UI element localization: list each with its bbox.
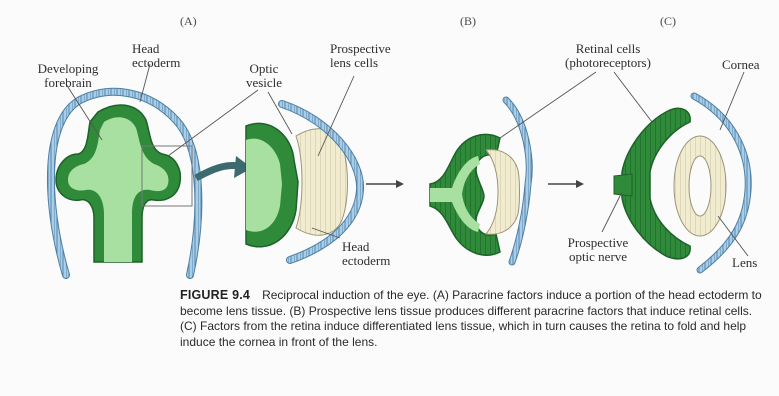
enlarge-arrow [196,166,240,179]
lens-placode-b [486,150,520,235]
panel-label-b: (B) [460,14,476,28]
label-head-ectoderm-bottom: Headectoderm [342,240,390,268]
caption-text: Reciprocal induction of the eye. (A) Par… [180,288,762,349]
panel-a-embryo [51,92,198,275]
panel-b-optic-cup [430,100,529,262]
figure-number: FIGURE 9.4 [180,288,250,302]
label-head-ectoderm-top: Headectoderm [132,42,180,70]
label-lens: Lens [732,256,757,270]
enlarged-optic-vesicle [246,104,360,260]
label-prospective-lens-cells: Prospectivelens cells [330,42,391,70]
label-cornea: Cornea [722,58,760,72]
label-optic-vesicle: Opticvesicle [238,62,290,90]
label-developing-forebrain: Developingforebrain [30,62,106,90]
label-prospective-optic-nerve: Prospectiveoptic nerve [552,236,644,264]
optic-nerve-stalk [614,174,632,196]
panel-label-c: (C) [660,14,676,28]
label-retinal-cells: Retinal cells(photoreceptors) [548,42,668,70]
figure-caption: FIGURE 9.4Reciprocal induction of the ey… [180,288,770,350]
panel-label-a: (A) [180,14,197,28]
